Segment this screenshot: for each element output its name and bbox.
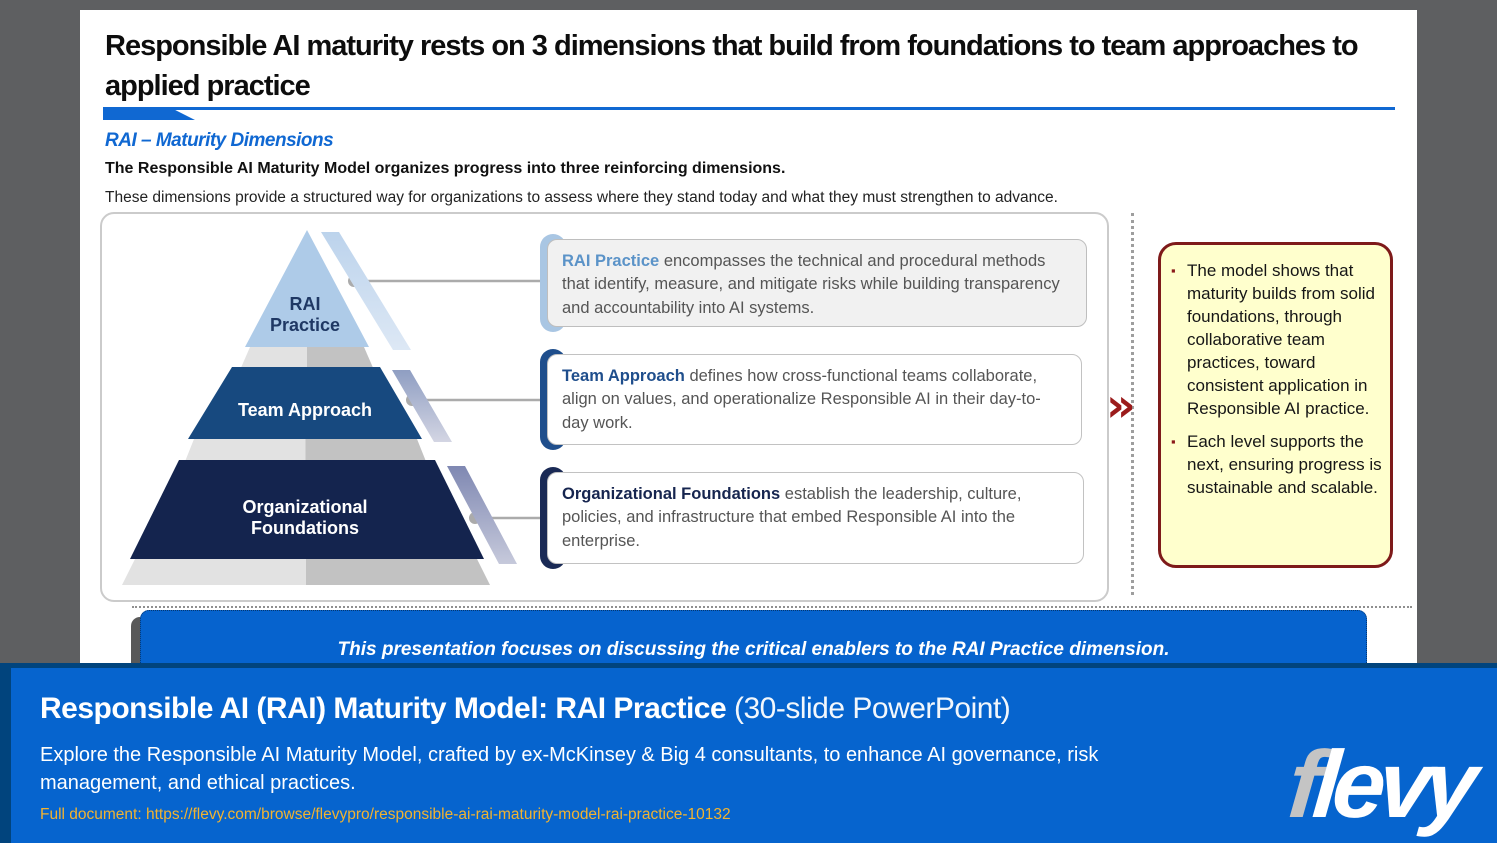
title-underline — [103, 107, 1395, 110]
pyramid-diagram-svg — [122, 230, 550, 585]
slide-title: Responsible AI maturity rests on 3 dimen… — [105, 30, 1359, 102]
diagram-panel: RAI Practice Team Approach Organizationa… — [100, 212, 1109, 602]
product-title: Responsible AI (RAI) Maturity Model: RAI… — [40, 692, 1497, 726]
desc-box-team-approach: Team Approach defines how cross-function… — [540, 349, 1082, 450]
takeaway-banner-text: This presentation focuses on discussing … — [337, 639, 1170, 660]
product-title-suffix: (30-slide PowerPoint) — [726, 692, 1011, 725]
dotted-divider-horizontal — [132, 606, 1412, 608]
lead-detail: These dimensions provide a structured wa… — [105, 189, 1058, 206]
flevy-logo: flevy — [1284, 732, 1476, 838]
callout-box: ▪ The model shows that maturity builds f… — [1158, 242, 1393, 568]
bullet-square-icon: ▪ — [1171, 434, 1176, 449]
lead-sentence: The Responsible AI Maturity Model organi… — [105, 160, 786, 177]
desc-box-organizational-foundations: Organizational Foundations establish the… — [540, 467, 1084, 569]
desc-term: Organizational Foundations — [562, 485, 781, 503]
dotted-divider-vertical — [1131, 213, 1134, 595]
product-description: Explore the Responsible AI Maturity Mode… — [40, 744, 1099, 794]
slide-subtitle: RAI – Maturity Dimensions — [105, 130, 334, 151]
pyramid-level-organizational-foundations-label: Organizational Foundations — [242, 497, 368, 538]
desc-term: RAI Practice — [562, 252, 660, 270]
full-document-link[interactable]: Full document: https://flevy.com/browse/… — [40, 806, 731, 823]
double-chevron-icon: » — [1106, 378, 1136, 432]
desc-text: establish the leadership, culture, polic… — [562, 485, 1022, 550]
pyramid-level-rai-practice-label: RAI Practice — [269, 294, 341, 335]
product-footer-bar: Responsible AI (RAI) Maturity Model: RAI… — [0, 663, 1497, 843]
bullet-square-icon: ▪ — [1171, 263, 1176, 278]
title-underline-accent — [103, 107, 195, 120]
callout-bullet-1: ▪ The model shows that maturity builds f… — [1171, 261, 1376, 418]
desc-text: encompasses the technical and procedural… — [562, 252, 1060, 317]
product-title-main: Responsible AI (RAI) Maturity Model: RAI… — [40, 692, 727, 725]
callout-bullet-2: ▪ Each level supports the next, ensuring… — [1171, 432, 1382, 497]
desc-box-rai-practice: RAI Practice encompasses the technical a… — [540, 234, 1087, 332]
desc-term: Team Approach — [562, 367, 685, 385]
desc-text: defines how cross-functional teams colla… — [562, 367, 1041, 432]
pyramid-level-team-approach-label: Team Approach — [237, 400, 373, 420]
